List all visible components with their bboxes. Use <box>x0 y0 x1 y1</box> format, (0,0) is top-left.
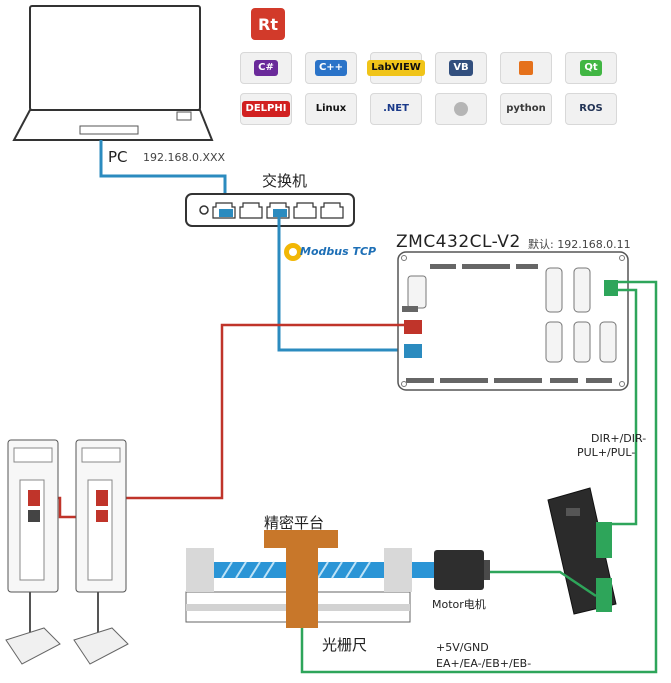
pulse-line <box>602 288 638 526</box>
laptop-icon <box>12 5 214 141</box>
controller-ethernet-line <box>277 214 410 352</box>
python-icon: python <box>500 93 552 125</box>
controller-default-ip: 默认: 192.168.0.11 <box>528 238 631 251</box>
qt-icon: Qt <box>565 52 617 84</box>
cplusplus-icon: C++ <box>305 52 357 84</box>
apple-icon <box>435 93 487 125</box>
servo-motors <box>5 592 129 665</box>
qt-label: Qt <box>580 60 602 76</box>
ros-label: ROS <box>579 103 603 114</box>
switch-title: 交换机 <box>262 172 308 190</box>
ros-icon: ROS <box>565 93 617 125</box>
controller-board <box>397 251 629 391</box>
python-label: python <box>506 103 546 114</box>
precision-stage <box>185 530 434 628</box>
vb-icon: VB <box>435 52 487 84</box>
grating-title: 光栅尺 <box>322 636 368 654</box>
servo-drive-1 <box>7 439 59 593</box>
stage-title: 精密平台 <box>264 514 325 532</box>
power-label: +5V/GND <box>436 641 489 654</box>
matlab-icon <box>500 52 552 84</box>
delphi-label: DELPHI <box>241 101 291 117</box>
linux-label: Linux <box>315 103 347 114</box>
apple-label <box>454 102 468 116</box>
dotnet-icon: .NET <box>370 93 422 125</box>
encoder-label: EA+/EA-/EB+/EB- <box>436 657 532 670</box>
matlab-label <box>519 61 533 75</box>
ethercat-line <box>104 323 410 500</box>
labview-label: LabVIEW <box>367 60 425 76</box>
stepper-driver <box>547 487 617 615</box>
modbus-tcp-label: Modbus TCP <box>300 245 377 258</box>
csharp-label: C# <box>254 60 278 76</box>
pc-ip: 192.168.0.XXX <box>143 151 226 164</box>
motor-icon <box>434 550 490 590</box>
rt-logo-text: Rt <box>258 14 278 34</box>
delphi-icon: DELPHI <box>240 93 292 125</box>
vb-label: VB <box>449 60 473 76</box>
modbus-gear-icon <box>284 243 302 261</box>
dir-label: DIR+/DIR- <box>591 432 647 445</box>
csharp-icon: C# <box>240 52 292 84</box>
labview-icon: LabVIEW <box>367 52 425 84</box>
switch-icon <box>185 193 355 227</box>
encoder-line <box>300 280 658 674</box>
linux-icon: Linux <box>305 93 357 125</box>
servo-drive-2 <box>75 439 127 593</box>
motor-line <box>486 570 597 598</box>
dotnet-label: .NET <box>383 103 409 114</box>
rt-logo: Rt <box>251 8 285 40</box>
controller-title: ZMC432CL-V2 <box>396 232 521 252</box>
cplusplus-label: C++ <box>314 60 348 76</box>
pc-title: PC <box>108 148 128 166</box>
pul-label: PUL+/PUL- <box>577 446 636 459</box>
motor-label: Motor电机 <box>432 598 486 611</box>
